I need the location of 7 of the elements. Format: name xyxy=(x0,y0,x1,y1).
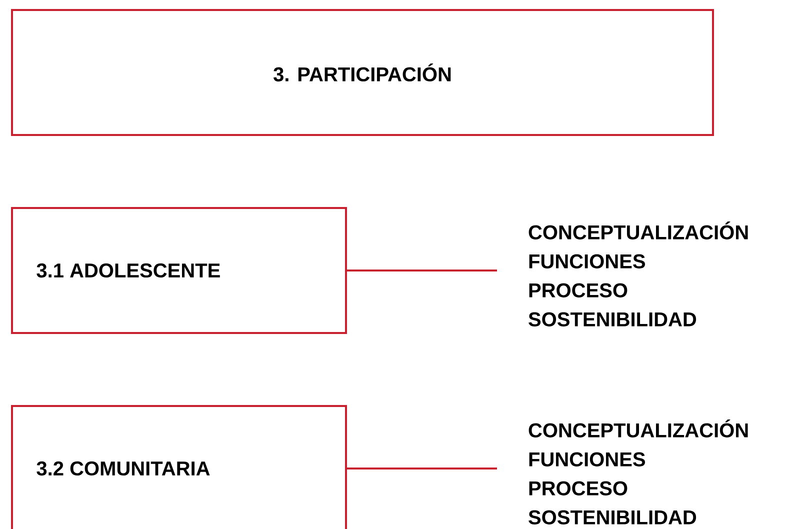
connector-line xyxy=(346,270,497,272)
process-box: 3. PARTICIPACIÓN xyxy=(11,9,714,136)
item-list: CONCEPTUALIZACIÓN FUNCIONES PROCESO SOSTENIBILIDAD xyxy=(528,420,748,524)
connector-line xyxy=(346,468,497,470)
process-box: 3.2 COMUNITARIA xyxy=(11,405,347,529)
process-box: 3.1 ADOLESCENTE xyxy=(11,207,347,334)
item-list: CONCEPTUALIZACIÓN FUNCIONES PROCESO SOSTENIBILIDAD xyxy=(528,222,748,326)
